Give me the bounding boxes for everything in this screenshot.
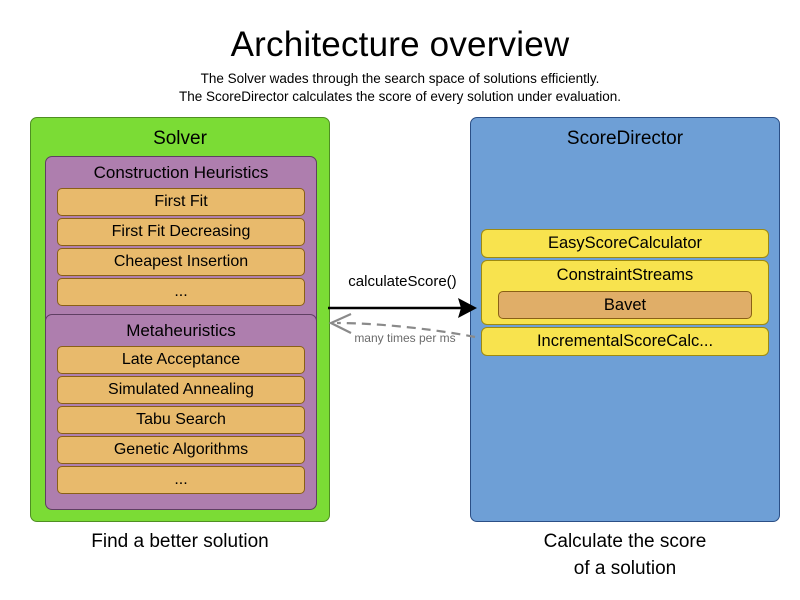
list-item[interactable]: ... [57, 466, 305, 494]
list-item[interactable]: Tabu Search [57, 406, 305, 434]
list-item[interactable]: Genetic Algorithms [57, 436, 305, 464]
arrow-calculate-score [328, 298, 477, 318]
group-metaheuristics: Metaheuristics Late Acceptance Simulated… [45, 314, 317, 510]
arrow-many-times-per-ms [328, 312, 476, 339]
solver-panel: Solver Construction Heuristics First Fit… [30, 117, 330, 522]
list-item[interactable]: Cheapest Insertion [57, 248, 305, 276]
group-construction-heuristics: Construction Heuristics First Fit First … [45, 156, 317, 331]
subtitle-line-2: The ScoreDirector calculates the score o… [179, 89, 621, 104]
solver-panel-title: Solver [153, 128, 207, 149]
group-title-metaheuristics: Metaheuristics [126, 321, 236, 340]
scoredirector-panel-title: ScoreDirector [566, 128, 684, 149]
caption-solver: Find a better solution [91, 531, 269, 552]
scoredirector-panel: ScoreDirector EasyScoreCalculator Constr… [470, 117, 780, 522]
group-title-construction-heuristics: Construction Heuristics [93, 163, 269, 182]
calculator-incremental-score-calculator[interactable]: IncrementalScoreCalc... [481, 327, 769, 356]
list-item[interactable]: Simulated Annealing [57, 376, 305, 404]
caption-scoredirector-line-1: Calculate the score [543, 531, 707, 552]
calculator-label: ConstraintStreams [556, 266, 694, 284]
arrow-label-many-times-per-ms: many times per ms [354, 331, 456, 345]
connector-arrows [325, 265, 480, 355]
subtitle-line-1: The Solver wades through the search spac… [200, 71, 600, 86]
list-item[interactable]: First Fit Decreasing [57, 218, 305, 246]
list-item[interactable]: First Fit [57, 188, 305, 216]
header: Architecture overview The Solver wades t… [0, 24, 800, 106]
construction-heuristics-item-list: First Fit First Fit Decreasing Cheapest … [57, 188, 305, 308]
calculator-constraint-streams[interactable]: ConstraintStreams Bavet [481, 260, 769, 325]
nested-item-bavet[interactable]: Bavet [498, 291, 752, 319]
caption-scoredirector-line-2: of a solution [573, 558, 677, 579]
caption-scoredirector: Calculate the score of a solution [470, 528, 780, 582]
metaheuristics-item-list: Late Acceptance Simulated Annealing Tabu… [57, 346, 305, 496]
page-title: Architecture overview [230, 25, 570, 64]
calculator-list: EasyScoreCalculator ConstraintStreams Ba… [481, 229, 769, 358]
calculator-easy-score-calculator[interactable]: EasyScoreCalculator [481, 229, 769, 258]
list-item[interactable]: Late Acceptance [57, 346, 305, 374]
arrow-label-calculate-score: calculateScore() [348, 273, 457, 290]
list-item[interactable]: ... [57, 278, 305, 306]
